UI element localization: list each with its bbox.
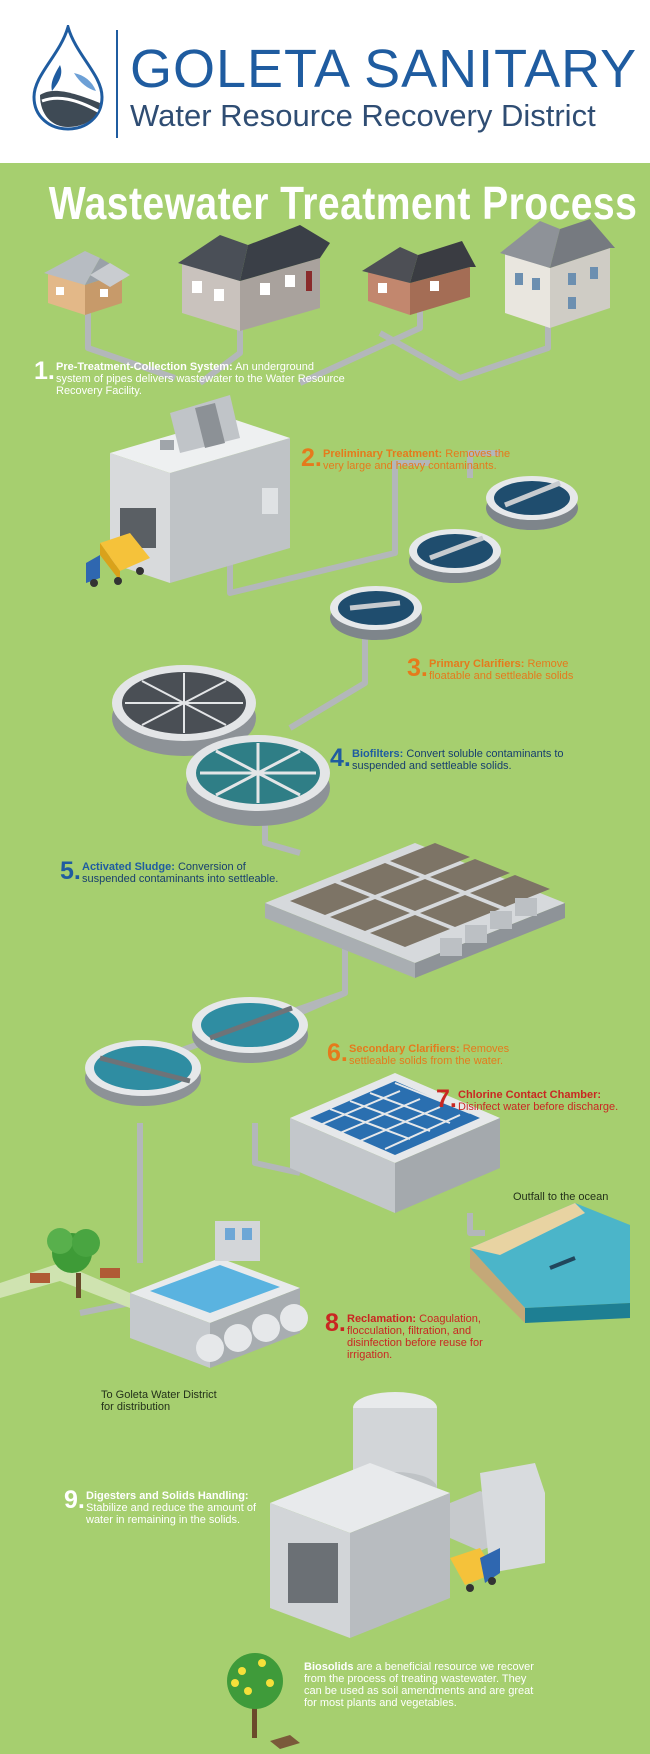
biosolids-name: Biosolids — [304, 1661, 354, 1673]
secondary-clarifier-icon — [192, 997, 308, 1063]
chlorine-contact-chamber — [290, 1073, 500, 1213]
step-8-description: Coagulation, flocculation, filtration, a… — [347, 1313, 483, 1361]
step-7-name: Chlorine Contact Chamber: — [458, 1089, 602, 1101]
step-3-number: 3. — [407, 654, 428, 682]
step-4-number: 4. — [330, 744, 351, 772]
secondary-clarifier-icon — [85, 1040, 201, 1106]
ocean-outfall — [470, 1203, 630, 1323]
logo-divider — [116, 30, 118, 138]
step-3-name: Primary Clarifiers: — [429, 658, 525, 670]
biosolids-note: Biosolids are a beneficial resource we r… — [304, 1661, 539, 1709]
step-1-number: 1. — [34, 357, 55, 385]
organization-name: GOLETA SANITARY — [130, 39, 638, 99]
reclamation-facility — [130, 1221, 308, 1368]
step-4-name: Biofilters: — [352, 748, 404, 760]
digester-facility — [270, 1392, 545, 1638]
outfall-note: Outfall to the ocean — [513, 1191, 609, 1203]
truck-icon — [86, 533, 150, 587]
page-title: Wastewater Treatment Process — [48, 177, 638, 229]
step-9-number: 9. — [64, 1486, 85, 1514]
step-4-description: Convert soluble contaminants to suspende… — [352, 748, 564, 772]
step-6-number: 6. — [327, 1039, 348, 1067]
step-1-name: Pre-Treatment-Collection System: — [56, 361, 233, 373]
header: GOLETA SANITARY Water Resource Recovery … — [0, 0, 650, 163]
step-8-label: 8. Reclamation: Coagulation, flocculatio… — [325, 1309, 507, 1361]
step-5-name: Activated Sludge: — [82, 861, 175, 873]
step-2-label: 2. Preliminary Treatment: Removes the ve… — [301, 444, 523, 472]
treatment-plant-illustration — [0, 219, 630, 1749]
step-9-label: 9. Digesters and Solids Handling: Stabil… — [64, 1486, 266, 1526]
primary-clarifier-icon — [330, 586, 422, 640]
step-2-number: 2. — [301, 444, 322, 472]
activated-sludge-basin — [265, 843, 565, 978]
lemon-tree-icon — [227, 1653, 300, 1749]
step-2-description: Removes the very large and heavy contami… — [323, 448, 511, 472]
step-7-number: 7. — [436, 1085, 457, 1113]
organization-subtitle: Water Resource Recovery District — [130, 98, 596, 133]
step-1-description: An underground system of pipes delivers … — [56, 361, 345, 397]
primary-clarifier-icon — [486, 476, 578, 530]
biofilter-icon — [186, 735, 330, 826]
park-tree-icon — [0, 1228, 130, 1308]
house-icon — [44, 251, 130, 315]
process-diagram: Wastewater Treatment Process 1. Pre-Trea… — [0, 163, 650, 1754]
step-1-label: 1. Pre-Treatment-Collection System: An u… — [34, 357, 346, 397]
goleta-water-note: To Goleta Water District for distributio… — [101, 1389, 217, 1413]
step-7-label: 7. Chlorine Contact Chamber: Disinfect w… — [436, 1085, 633, 1113]
step-3-description: Remove floatable and settleable solids — [429, 658, 574, 682]
house-icon — [178, 225, 330, 331]
step-5-description: Conversion of suspended contaminants int… — [82, 861, 279, 885]
step-3-label: 3. Primary Clarifiers: Remove floatable … — [407, 654, 609, 682]
step-4-label: 4. Biofilters: Convert soluble contamina… — [330, 744, 572, 772]
step-8-name: Reclamation: — [347, 1313, 417, 1325]
step-6-description: Removes settleable solids from the water… — [349, 1043, 510, 1067]
step-6-label: 6. Secondary Clarifiers: Removes settlea… — [327, 1039, 524, 1067]
biofilter-icon — [112, 665, 256, 756]
house-icon — [500, 219, 615, 328]
headworks-building — [110, 395, 290, 583]
water-drop-logo-icon — [32, 25, 104, 131]
truck-icon — [450, 1548, 500, 1592]
step-7-description: Disinfect water before discharge. — [458, 1101, 619, 1113]
primary-clarifier-icon — [409, 529, 501, 583]
step-9-name: Digesters and Solids Handling: — [86, 1490, 249, 1502]
step-5-label: 5. Activated Sludge: Conversion of suspe… — [60, 857, 292, 885]
house-icon — [362, 241, 476, 315]
step-5-number: 5. — [60, 857, 81, 885]
step-2-name: Preliminary Treatment: — [323, 448, 443, 460]
biosolids-description: are a beneficial resource we recover fro… — [304, 1661, 534, 1709]
step-9-description: Stabilize and reduce the amount of water… — [86, 1502, 257, 1526]
step-8-number: 8. — [325, 1309, 346, 1337]
step-6-name: Secondary Clarifiers: — [349, 1043, 460, 1055]
